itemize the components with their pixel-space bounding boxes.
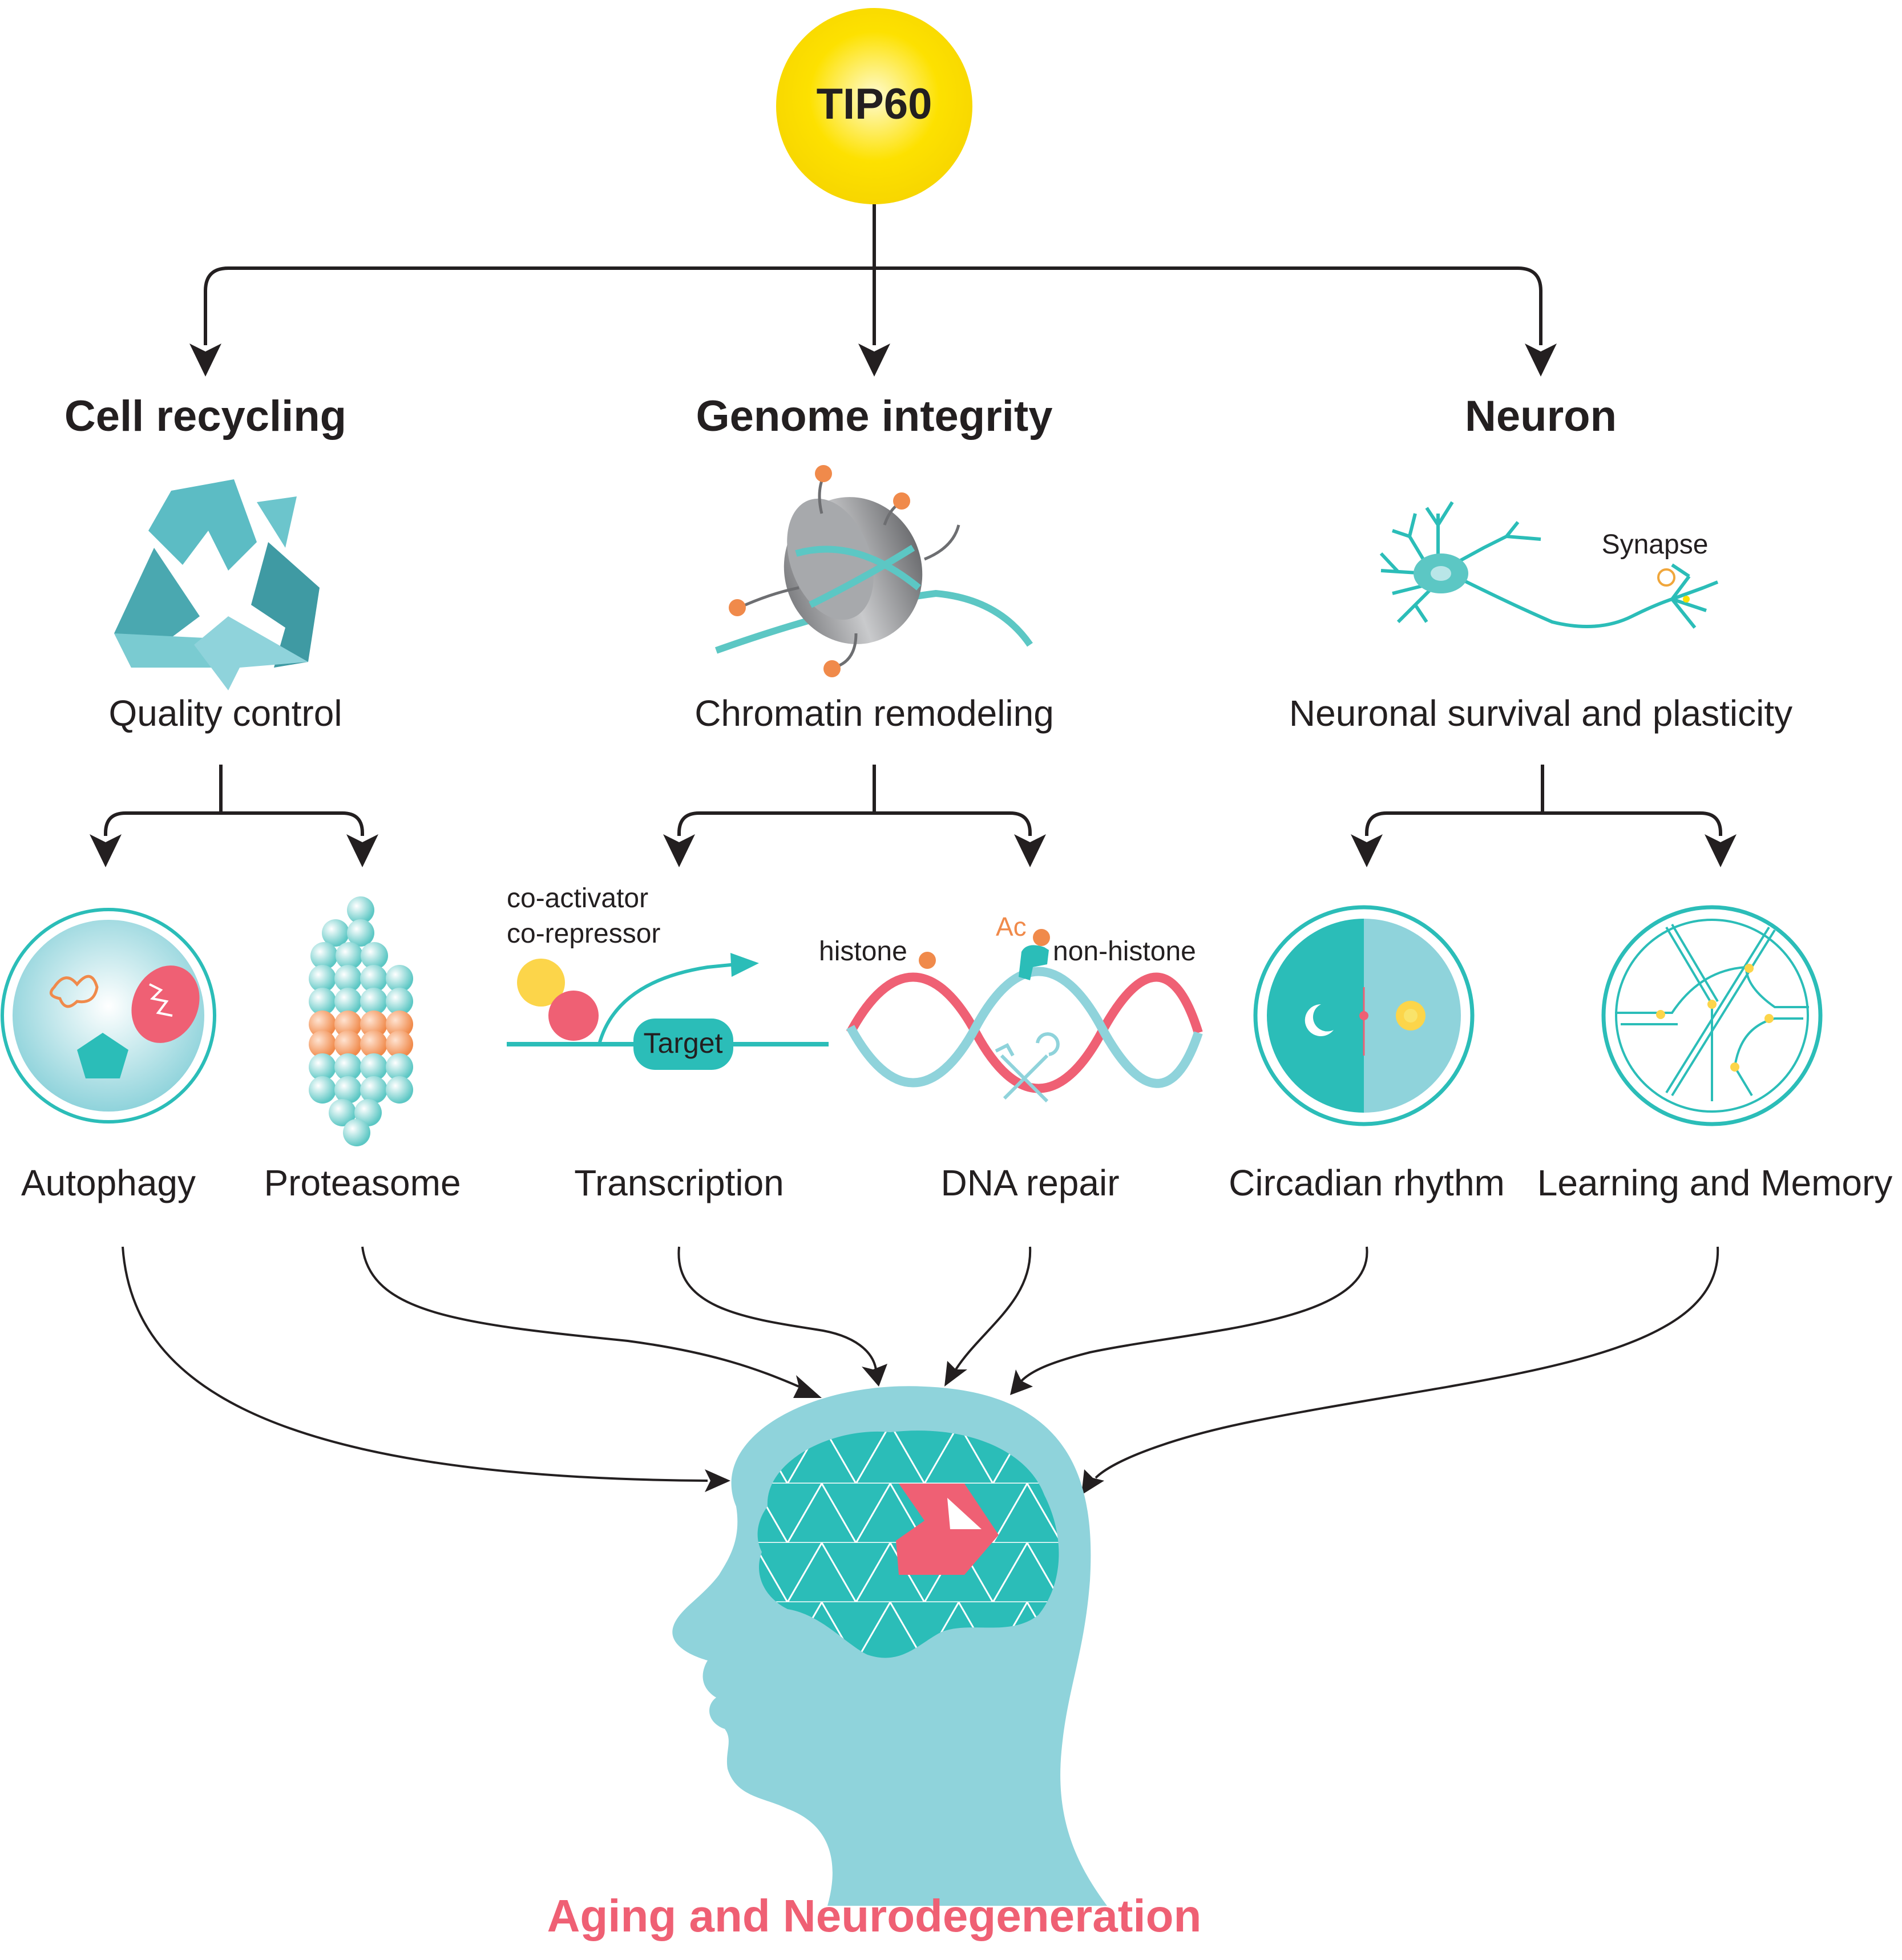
autophagy-label: Autophagy bbox=[21, 1162, 196, 1203]
proteasome-subunit bbox=[309, 965, 336, 992]
proteasome-subunit bbox=[309, 1053, 336, 1081]
proteasome-subunit bbox=[361, 942, 388, 969]
proteasome-subunit bbox=[334, 1076, 362, 1104]
proteasome-label: Proteasome bbox=[264, 1162, 461, 1203]
autophagy-cell-icon bbox=[1, 908, 216, 1124]
proteasome-subunit bbox=[360, 988, 387, 1015]
corepressor-dot bbox=[548, 991, 599, 1041]
non-histone-label: non-histone bbox=[1053, 936, 1196, 967]
proteasome-subunit bbox=[322, 919, 349, 947]
proteasome-subunit bbox=[334, 965, 362, 992]
proteasome-subunit bbox=[386, 1053, 413, 1081]
proteasome-subunit bbox=[309, 1030, 336, 1058]
proteasome-subunit bbox=[360, 1076, 387, 1104]
histone-label: histone bbox=[819, 936, 907, 967]
proteasome-subunit bbox=[386, 1030, 413, 1058]
proteasome-subunit bbox=[334, 1030, 362, 1058]
tip60-node: TIP60 bbox=[776, 8, 972, 204]
corepressor-label: co-repressor bbox=[507, 919, 660, 949]
dna-helix-icon bbox=[846, 967, 1203, 1093]
proteasome-subunit bbox=[343, 1119, 370, 1146]
neuron-soma bbox=[1414, 553, 1468, 593]
proteasome-subunit bbox=[334, 1053, 362, 1081]
non-histone-protein bbox=[1019, 945, 1049, 980]
learning-memory-label: Learning and Memory bbox=[1537, 1162, 1893, 1203]
coactivator-label: co-activator bbox=[507, 883, 648, 914]
transcription-illustration: co-activator co-repressor Target bbox=[507, 883, 829, 1070]
proteasome-subunit bbox=[360, 965, 387, 992]
neuron-title: Neuron bbox=[1465, 392, 1617, 441]
proteasome-subunit bbox=[310, 942, 338, 969]
coactivator-dot bbox=[517, 959, 565, 1007]
transcription-label: Transcription bbox=[574, 1162, 784, 1203]
proteasome-subunit bbox=[309, 1076, 336, 1104]
histone-ac-dot bbox=[919, 952, 936, 969]
neuronal-survival-label: Neuronal survival and plasticity bbox=[1289, 693, 1792, 734]
proteasome-subunit bbox=[360, 1053, 387, 1081]
memory-circuit-icon bbox=[1601, 905, 1823, 1126]
proteasome-subunit bbox=[386, 965, 413, 992]
recycle-icon bbox=[114, 479, 320, 690]
proteasome-subunit bbox=[329, 1099, 356, 1126]
nucleosome-icon bbox=[714, 465, 1033, 677]
proteasome-subunit bbox=[309, 988, 336, 1015]
dna-repair-label: DNA repair bbox=[941, 1162, 1120, 1203]
converging-arrows bbox=[122, 1246, 1719, 1482]
proteasome-subunit bbox=[334, 988, 362, 1015]
top-arrowheads bbox=[189, 343, 1557, 377]
proteasome-subunit bbox=[347, 919, 374, 947]
head-brain-icon bbox=[672, 1386, 1107, 1906]
target-label: Target bbox=[644, 1027, 723, 1059]
top-connectors bbox=[204, 204, 1542, 345]
proteasome-subunit bbox=[309, 1011, 336, 1038]
quality-control-label: Quality control bbox=[108, 693, 342, 734]
proteasome-subunit bbox=[386, 988, 413, 1015]
proteasome-subunit bbox=[360, 1030, 387, 1058]
proteasome-subunit bbox=[360, 1011, 387, 1038]
synapse-marker bbox=[1657, 568, 1690, 603]
proteasome-subunit bbox=[347, 896, 374, 924]
circadian-icon bbox=[1253, 905, 1475, 1126]
converging-arrowheads bbox=[705, 1361, 1104, 1495]
cell-recycling-title: Cell recycling bbox=[64, 392, 346, 441]
proteasome-subunit bbox=[336, 942, 363, 969]
second-connectors bbox=[104, 765, 1722, 836]
proteasome-icon bbox=[309, 896, 413, 1146]
aging-neurodegeneration-label: Aging and Neurodegeneration bbox=[547, 1890, 1202, 1941]
proteasome-subunit bbox=[334, 1011, 362, 1038]
circadian-rhythm-label: Circadian rhythm bbox=[1229, 1162, 1505, 1203]
ac-label: Ac bbox=[996, 912, 1027, 941]
proteasome-subunit bbox=[386, 1076, 413, 1104]
synapse-label: Synapse bbox=[1602, 530, 1709, 560]
genome-integrity-title: Genome integrity bbox=[696, 392, 1053, 441]
tip60-label: TIP60 bbox=[817, 80, 932, 128]
chromatin-remodeling-label: Chromatin remodeling bbox=[694, 693, 1054, 734]
repair-tools-icon bbox=[995, 1032, 1060, 1103]
proteasome-subunit bbox=[386, 1011, 413, 1038]
neuron-icon bbox=[1379, 501, 1719, 629]
second-arrowheads bbox=[90, 834, 1737, 867]
proteasome-subunit bbox=[354, 1099, 382, 1126]
nonhistone-ac-dot bbox=[1033, 929, 1050, 946]
